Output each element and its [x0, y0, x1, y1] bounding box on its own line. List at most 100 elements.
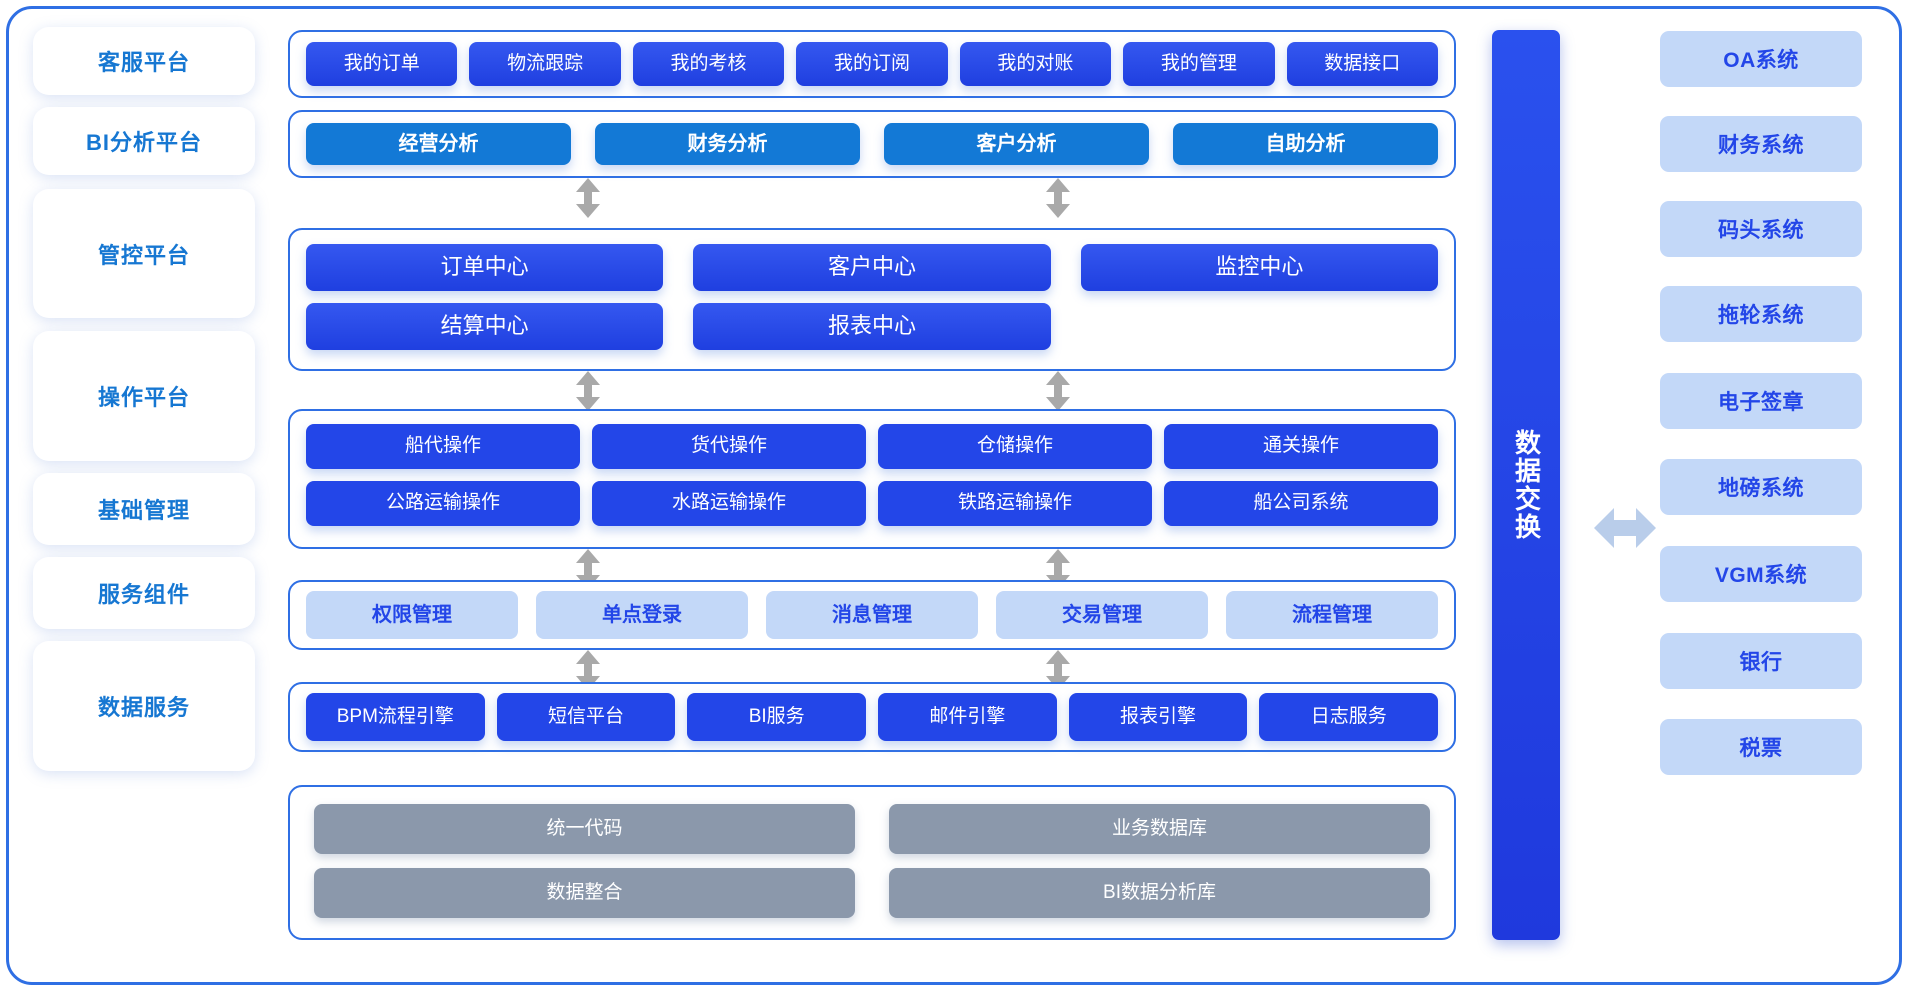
- chip-bi-analytics-database[interactable]: BI数据分析库: [889, 868, 1430, 918]
- chip-my-management[interactable]: 我的管理: [1123, 42, 1275, 86]
- chip-shipping-company-system[interactable]: 船公司系统: [1164, 481, 1438, 526]
- chip-road-transport-operation[interactable]: 公路运输操作: [306, 481, 580, 526]
- chip-label: 单点登录: [602, 604, 682, 626]
- chip-shipping-agency-operation[interactable]: 船代操作: [306, 424, 580, 469]
- chip-freight-forwarding-operation[interactable]: 货代操作: [592, 424, 866, 469]
- stage-label-service-components[interactable]: 服务组件: [33, 557, 255, 629]
- stage-label-operation-platform[interactable]: 操作平台: [33, 331, 255, 461]
- stage-label-bi-platform[interactable]: BI分析平台: [33, 107, 255, 175]
- chip-waterway-transport-operation[interactable]: 水路运输操作: [592, 481, 866, 526]
- chip-transaction-management[interactable]: 交易管理: [996, 591, 1208, 639]
- chip-settlement-center[interactable]: 结算中心: [306, 303, 664, 350]
- chip-bi-service[interactable]: BI服务: [687, 693, 867, 741]
- external-system-finance[interactable]: 财务系统: [1660, 116, 1862, 172]
- chip-label: 订单中心: [440, 254, 529, 280]
- chip-label: 财务分析: [687, 133, 768, 155]
- chip-customs-operation[interactable]: 通关操作: [1164, 424, 1438, 469]
- data-exchange-arrow-icon: [1594, 500, 1656, 556]
- chip-warehouse-operation[interactable]: 仓储操作: [878, 424, 1152, 469]
- chip-financial-analysis[interactable]: 财务分析: [595, 123, 860, 165]
- external-system-vgm[interactable]: VGM系统: [1660, 546, 1862, 602]
- stage-label-text: 客服平台: [97, 50, 190, 75]
- row-data-services: 统一代码 业务数据库 数据整合 BI数据分析库: [288, 785, 1456, 940]
- chip-label: 货代操作: [690, 435, 767, 457]
- chip-label: 监控中心: [1215, 254, 1304, 280]
- external-system-label: OA系统: [1723, 49, 1799, 72]
- chip-permission-management[interactable]: 权限管理: [306, 591, 518, 639]
- external-system-terminal[interactable]: 码头系统: [1660, 201, 1862, 257]
- chip-report-center[interactable]: 报表中心: [693, 303, 1051, 350]
- stage-label-basic-management[interactable]: 基础管理: [33, 473, 255, 545]
- chip-sms-platform[interactable]: 短信平台: [496, 693, 676, 741]
- chip-data-integration[interactable]: 数据整合: [314, 868, 855, 918]
- chip-label: 数据接口: [1324, 52, 1401, 74]
- chip-label: 自助分析: [1265, 133, 1346, 155]
- chip-business-analysis[interactable]: 经营分析: [306, 123, 571, 165]
- stage-label-text: 服务组件: [97, 582, 190, 607]
- chip-label: 结算中心: [440, 313, 529, 339]
- chip-label: 客户分析: [976, 133, 1057, 155]
- external-system-e-signature[interactable]: 电子签章: [1660, 373, 1862, 429]
- connector-operation-to-basic-left: [575, 549, 601, 589]
- chip-mail-engine[interactable]: 邮件引擎: [878, 693, 1057, 741]
- chip-log-service[interactable]: 日志服务: [1259, 693, 1439, 741]
- chip-label: BPM流程引擎: [336, 705, 454, 727]
- external-system-label: 财务系统: [1718, 134, 1804, 157]
- external-system-label: 拖轮系统: [1718, 304, 1804, 327]
- chip-label: 统一代码: [546, 817, 623, 839]
- external-system-bank[interactable]: 银行: [1660, 633, 1862, 689]
- chip-label: BI服务: [748, 705, 805, 727]
- chip-label: 仓储操作: [976, 435, 1053, 457]
- chip-my-assessment[interactable]: 我的考核: [632, 42, 785, 86]
- chip-label: 数据整合: [546, 881, 623, 903]
- chip-label: 流程管理: [1292, 604, 1372, 626]
- row-basic-management: 权限管理 单点登录 消息管理 交易管理 流程管理: [288, 580, 1456, 650]
- chip-self-service-analysis[interactable]: 自助分析: [1173, 123, 1438, 165]
- chip-label: 水路运输操作: [671, 492, 786, 514]
- stage-label-text: 基础管理: [97, 498, 190, 523]
- chip-label: 交易管理: [1062, 604, 1142, 626]
- chip-single-sign-on[interactable]: 单点登录: [536, 591, 748, 639]
- chip-railway-transport-operation[interactable]: 铁路运输操作: [878, 481, 1152, 526]
- chip-label: 我的订阅: [833, 52, 910, 74]
- external-system-tugboat[interactable]: 拖轮系统: [1660, 286, 1862, 342]
- chip-unified-code[interactable]: 统一代码: [314, 804, 855, 854]
- chip-logistics-tracking[interactable]: 物流跟踪: [469, 42, 621, 86]
- chip-label: 船公司系统: [1253, 492, 1349, 514]
- external-system-tax-invoice[interactable]: 税票: [1660, 719, 1862, 775]
- chip-report-engine[interactable]: 报表引擎: [1068, 693, 1248, 741]
- stage-label-control-platform[interactable]: 管控平台: [33, 189, 255, 318]
- chip-process-management[interactable]: 流程管理: [1226, 591, 1438, 639]
- external-system-oa[interactable]: OA系统: [1660, 31, 1862, 87]
- external-system-label: 码头系统: [1718, 219, 1804, 242]
- chip-bpm-process-engine[interactable]: BPM流程引擎: [306, 693, 485, 741]
- chip-order-center[interactable]: 订单中心: [306, 244, 664, 291]
- chip-label: 经营分析: [398, 133, 479, 155]
- chip-label: 报表引擎: [1120, 705, 1197, 727]
- chip-label: 客户中心: [827, 254, 916, 280]
- connector-basic-to-components-left: [575, 650, 601, 690]
- stage-label-data-services[interactable]: 数据服务: [33, 641, 255, 771]
- stage-label-text: 数据服务: [97, 695, 190, 720]
- external-system-weighbridge[interactable]: 地磅系统: [1660, 459, 1862, 515]
- chip-data-interface[interactable]: 数据接口: [1286, 42, 1438, 86]
- data-exchange-bar[interactable]: 数据交换: [1492, 30, 1560, 940]
- chip-customer-analysis[interactable]: 客户分析: [884, 123, 1149, 165]
- chip-label: 我的管理: [1160, 52, 1237, 74]
- chip-label: 我的对账: [997, 52, 1074, 74]
- chip-customer-center[interactable]: 客户中心: [693, 244, 1051, 291]
- chip-business-database[interactable]: 业务数据库: [889, 804, 1430, 854]
- stage-label-service-platform[interactable]: 客服平台: [33, 27, 255, 95]
- external-system-label: 银行: [1739, 651, 1783, 674]
- chip-my-orders[interactable]: 我的订单: [306, 42, 458, 86]
- row-control-platform: 订单中心 客户中心 监控中心 结算中心 报表中心: [288, 228, 1456, 371]
- chip-my-reconciliation[interactable]: 我的对账: [959, 42, 1112, 86]
- chip-message-management[interactable]: 消息管理: [766, 591, 978, 639]
- connector-control-to-operation-left: [575, 371, 601, 411]
- chip-label: 业务数据库: [1111, 817, 1207, 839]
- chip-monitor-center[interactable]: 监控中心: [1080, 244, 1438, 291]
- chip-label: 铁路运输操作: [957, 492, 1072, 514]
- chip-label: 邮件引擎: [929, 705, 1006, 727]
- chip-my-subscription[interactable]: 我的订阅: [796, 42, 948, 86]
